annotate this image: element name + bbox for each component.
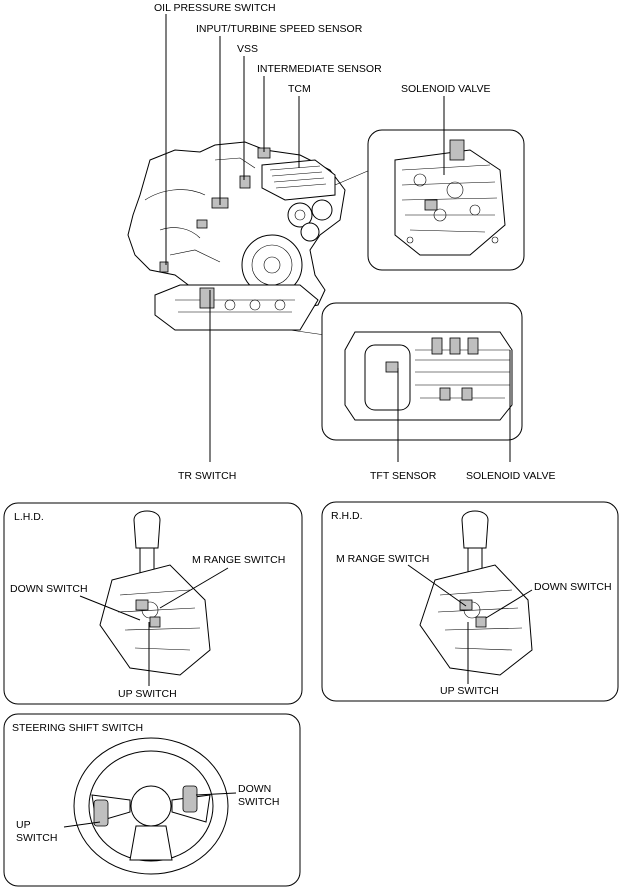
rhd-panel: R.H.D. M RANGE SWITCH DOWN SWITCH UP SWI… <box>321 501 619 702</box>
steering-down-label-line1: DOWN <box>238 783 271 795</box>
intermediate-sensor-label: INTERMEDIATE SENSOR <box>257 63 382 75</box>
solenoid-valve-top-label: SOLENOID VALVE <box>401 83 490 95</box>
tft-sensor-label: TFT SENSOR <box>370 470 437 482</box>
steering-down-label-line2: SWITCH <box>238 796 279 808</box>
lhd-down-switch-label: DOWN SWITCH <box>10 583 88 595</box>
vss-label: VSS <box>237 43 258 55</box>
steering-up-label-line2: SWITCH <box>16 832 57 844</box>
tr-switch-label: TR SWITCH <box>178 470 236 482</box>
tcm-label: TCM <box>288 83 311 95</box>
solenoid-valve-bottom-label: SOLENOID VALVE <box>466 470 555 482</box>
rhd-m-range-switch-label: M RANGE SWITCH <box>336 553 429 565</box>
steering-title: STEERING SHIFT SWITCH <box>12 722 143 734</box>
steering-up-label-line1: UP <box>16 819 31 831</box>
top-leader-lines <box>165 14 511 462</box>
rhd-up-switch-label: UP SWITCH <box>440 685 499 697</box>
input-turbine-speed-sensor-label: INPUT/TURBINE SPEED SENSOR <box>196 23 363 35</box>
solenoid-valve-inset <box>367 129 525 271</box>
valve-body-inset <box>321 302 523 441</box>
lhd-m-range-switch-label: M RANGE SWITCH <box>192 554 285 566</box>
rhd-title: R.H.D. <box>331 510 363 522</box>
lhd-up-switch-label: UP SWITCH <box>118 688 177 700</box>
oil-pressure-switch-label: OIL PRESSURE SWITCH <box>154 2 276 14</box>
transaxle-assembly <box>127 141 371 336</box>
lhd-panel: L.H.D. M RANGE SWITCH DOWN SWITCH UP SWI… <box>3 502 303 705</box>
rhd-down-switch-label: DOWN SWITCH <box>534 581 612 593</box>
steering-panel: STEERING SHIFT SWITCH DOWN SWITCH UP SWI… <box>3 713 301 887</box>
lhd-title: L.H.D. <box>14 511 44 523</box>
